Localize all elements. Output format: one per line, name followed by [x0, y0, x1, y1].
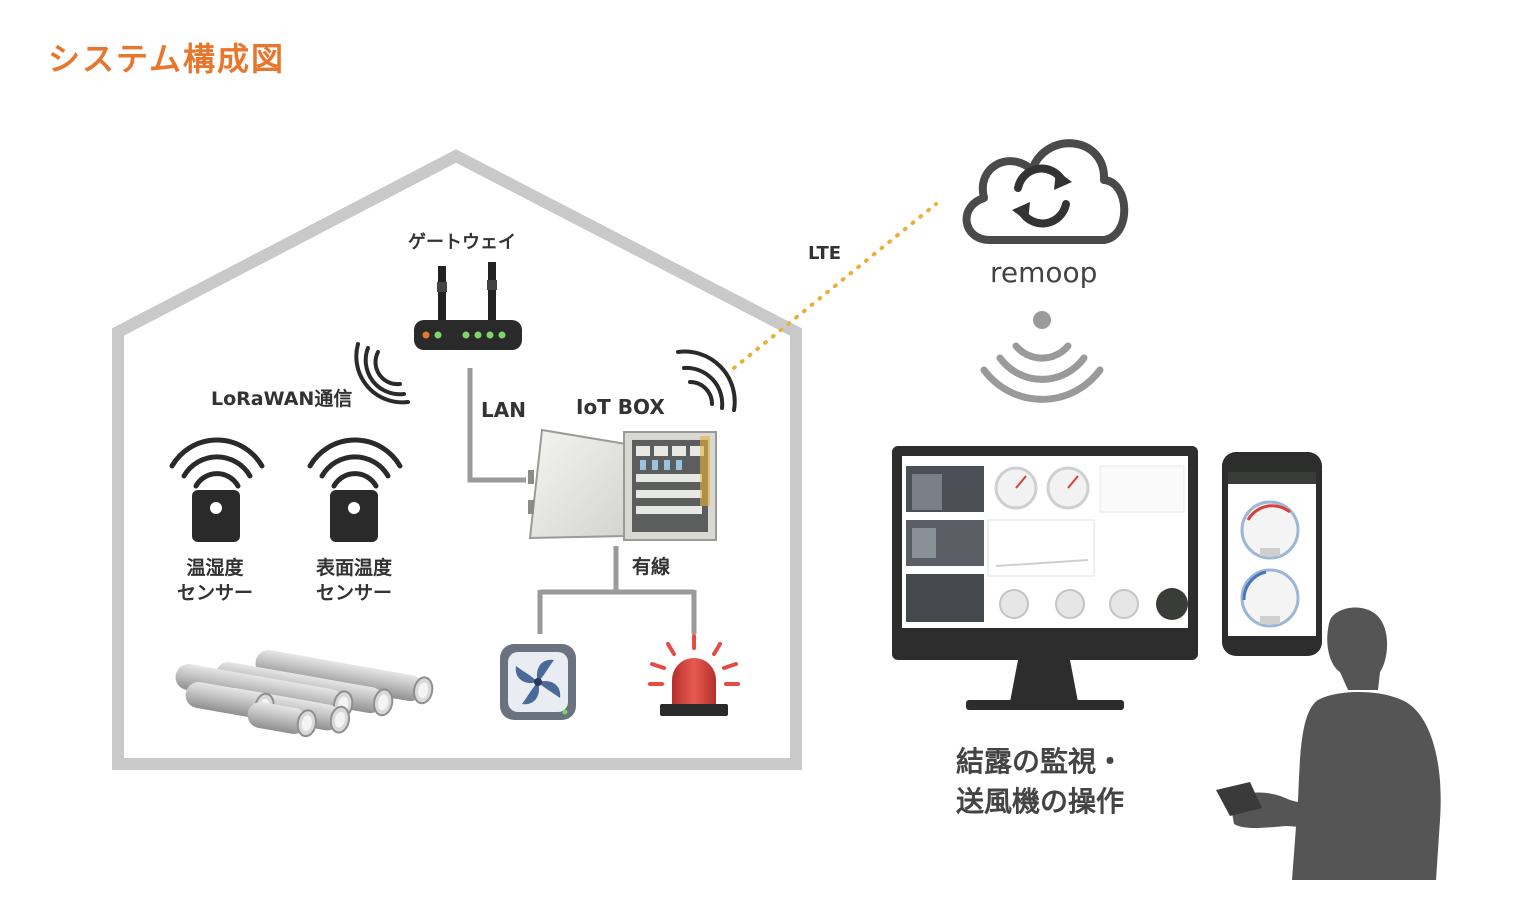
lte-connection-line	[732, 202, 938, 370]
caption-text: 結露の監視・ 送風機の操作	[956, 742, 1124, 822]
lorawan-label: LoRaWAN通信	[211, 388, 353, 410]
humidity-sensor-label: 温湿度 センサー	[165, 556, 265, 606]
sensor-icon	[169, 437, 265, 542]
gateway-label: ゲートウェイ	[408, 232, 516, 253]
wifi-icon	[980, 311, 1104, 403]
wired-connection-lines	[537, 546, 697, 634]
smartphone-icon	[1222, 452, 1322, 656]
fan-icon	[500, 644, 576, 720]
page-title: システム構成図	[48, 40, 286, 78]
lan-connection-line	[467, 368, 526, 483]
lan-label: LAN	[481, 398, 526, 422]
cloud-sync-icon	[962, 139, 1129, 244]
monitor-icon	[892, 446, 1198, 710]
surface-temp-sensor-label: 表面温度 センサー	[302, 556, 406, 606]
humidity-sensor-label-line1: 温湿度	[186, 557, 244, 579]
alarm-light-icon	[648, 634, 740, 716]
pipes-icon	[175, 650, 434, 738]
person-silhouette-icon	[1216, 607, 1441, 880]
surface-temp-sensor-label-line1: 表面温度	[315, 557, 392, 579]
wired-label: 有線	[632, 556, 671, 578]
house-outline	[112, 149, 802, 770]
caption-line2: 送風機の操作	[956, 785, 1125, 818]
cloud-service-label: remoop	[990, 256, 1098, 289]
wifi-icon	[354, 342, 410, 405]
iot-box-label: IoT BOX	[576, 395, 665, 419]
caption-line1: 結露の監視・	[956, 745, 1125, 778]
iot-box-icon	[528, 428, 717, 541]
wifi-icon	[676, 349, 737, 412]
router-icon	[414, 262, 522, 350]
sensor-icon	[307, 437, 403, 542]
surface-temp-sensor-label-line2: センサー	[315, 582, 392, 604]
humidity-sensor-label-line2: センサー	[176, 582, 253, 604]
lte-label: LTE	[808, 243, 842, 264]
